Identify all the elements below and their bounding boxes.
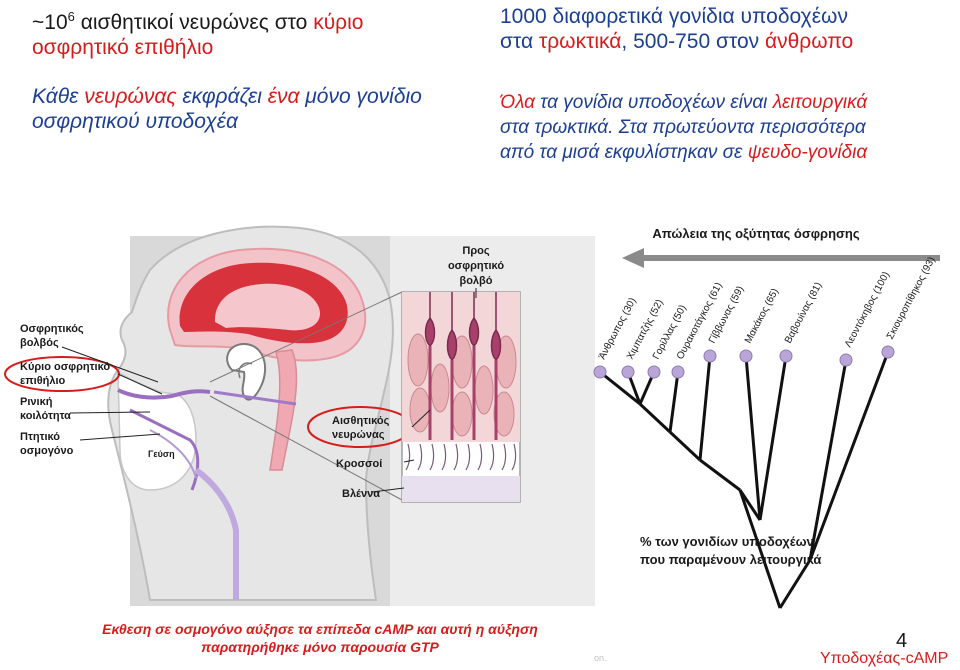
label-to-bulb-line2: οσφρητικό	[448, 260, 504, 272]
label-bulb-line2: βολβός	[20, 337, 59, 349]
tree-node	[621, 365, 635, 379]
top-right-line1: 1000 διαφορετικά γονίδια υποδοχέων	[500, 5, 848, 28]
left-note-part3: εκφράζει	[176, 85, 268, 108]
bottom-caption: Εκθεση σε οσμογόνο αύξησε τα επίπεδα cAM…	[40, 620, 600, 656]
right-note-line3-part2: ψευδο-γονίδια	[747, 142, 868, 163]
right-note-part2: τα γονίδια υποδοχέων είναι	[535, 92, 773, 113]
label-main-line2: επιθήλιο	[20, 375, 66, 387]
tree-node	[779, 349, 793, 363]
throat-tract	[194, 467, 239, 600]
left-note: Κάθε νευρώνας εκφράζει ένα μόνο γονίδιο …	[32, 84, 482, 134]
loss-label: Απώλεια της οξύτητας όσφρησης	[652, 226, 859, 241]
label-bulb-line1: Οσφρητικός	[20, 323, 84, 335]
tree-nodes	[593, 345, 895, 379]
percent-label-line2: που παραμένουν λειτουργικά	[640, 552, 821, 567]
label-vomer-line1: Πτητικό	[20, 431, 60, 443]
top-right-line2-part2: τρωκτικά	[538, 30, 622, 53]
neuron-count-exponent: 6	[67, 9, 75, 24]
label-taste: Γεύση	[148, 449, 175, 459]
left-note-line2: οσφρητικού υποδοχέα	[32, 110, 238, 133]
neuron-count-highlight: κύριο	[313, 11, 364, 34]
label-sensory-line1: Αισθητικός	[332, 415, 390, 427]
label-main-line1: Κύριο οσφρητικό	[20, 361, 110, 373]
right-note-part1: Όλα	[500, 92, 536, 113]
top-right-line2-part4: άνθρωπο	[764, 30, 854, 53]
neuron-count-line2: οσφρητικό επιθήλιο	[32, 36, 214, 59]
percent-label-line1: % των γονιδίων υποδοχέων	[640, 534, 814, 549]
brain-inner	[214, 283, 321, 331]
olfactory-pathway	[117, 388, 211, 400]
loss-arrow	[622, 248, 940, 268]
zoom-line-top	[209, 291, 403, 383]
label-to-bulb-line1: Προς	[462, 245, 489, 257]
tree-node	[593, 365, 607, 379]
left-note-part2: νευρώνας	[84, 85, 177, 108]
label-to-bulb-line3: βολβό	[460, 275, 493, 287]
label-mucus: Βλέννα	[342, 488, 380, 500]
tree-node	[839, 353, 853, 367]
right-note-line2: στα τρωκτικά. Στα πρωτεύοντα περισσότερα	[500, 117, 866, 138]
tree-node	[647, 365, 661, 379]
cilia-layer	[405, 443, 517, 471]
species-label: Μακάκος (65)	[742, 286, 781, 345]
tree-node	[881, 345, 895, 359]
species-label: Σκιουροπίθηκος (93)	[884, 255, 938, 342]
tree-node	[739, 349, 753, 363]
right-note: Όλα τα γονίδια υποδοχέων είναι λειτουργι…	[500, 90, 960, 165]
species-label: Βαβουίνας (81)	[782, 280, 824, 345]
tree-branches	[599, 351, 890, 609]
ear	[226, 342, 267, 401]
top-right-line2-part3: , 500-750 στον	[621, 30, 765, 53]
leader-epithelium	[117, 373, 163, 395]
label-nasal-line2: κοιλότητα	[20, 410, 71, 422]
tree-node	[671, 365, 685, 379]
label-nasal-line1: Ρινική	[20, 396, 53, 408]
leader-mucus	[371, 487, 405, 493]
species-label: Λεοντόκηβος (100)	[842, 270, 892, 350]
supporting-cells	[407, 333, 517, 437]
tree-labels: Άνθρωπος (30)Χιμπατζής (52)Γορίλλας (50)…	[597, 255, 938, 362]
top-left-heading: ~106 αισθητικοί νευρώνες στο κύριο οσφρη…	[32, 4, 472, 60]
top-right-line2-part1: στα	[500, 30, 539, 53]
right-note-line3-part1: από τα μισά εκφυλίστηκαν σε	[500, 142, 748, 163]
zoom-line-bottom	[209, 395, 403, 501]
leader-cilia	[403, 459, 415, 463]
tree-node	[703, 349, 717, 363]
top-right-heading: 1000 διαφορετικά γονίδια υποδοχέων στα τ…	[500, 4, 960, 54]
leader-bulb	[61, 346, 159, 383]
neuron-count-prefix: ~10	[32, 11, 68, 34]
mucus-layer	[402, 476, 520, 502]
sensory-neurons	[424, 292, 502, 440]
nerve-tract	[213, 390, 297, 406]
faint-mark: on.	[594, 653, 607, 663]
label-sensory-line2: νευρώνας	[332, 429, 385, 441]
brainstem	[269, 349, 298, 471]
leader-nasal	[69, 411, 151, 414]
taste-pathway	[149, 429, 197, 479]
leader-neuron	[411, 409, 431, 428]
page-number: 4	[896, 630, 908, 652]
bottom-caption-line2: παρατηρήθηκε μόνο παρουσία GTP	[201, 639, 439, 655]
footer-title: Υποδοχέας-cAMP	[820, 650, 949, 667]
left-note-part5: μόνο γονίδιο	[299, 85, 422, 108]
neuron-count-middle: αισθητικοί νευρώνες στο	[74, 11, 314, 34]
left-note-part1: Κάθε	[32, 85, 85, 108]
left-note-part4: ένα	[267, 85, 300, 108]
label-cilia: Κροσσοί	[336, 458, 382, 470]
right-note-part3: λειτουργικά	[772, 92, 868, 113]
leader-vomer	[79, 433, 161, 441]
nasal-cavity	[117, 370, 197, 491]
label-vomer-line2: οσμογόνο	[20, 445, 74, 457]
bottom-caption-line1: Εκθεση σε οσμογόνο αύξησε τα επίπεδα cAM…	[102, 621, 538, 637]
